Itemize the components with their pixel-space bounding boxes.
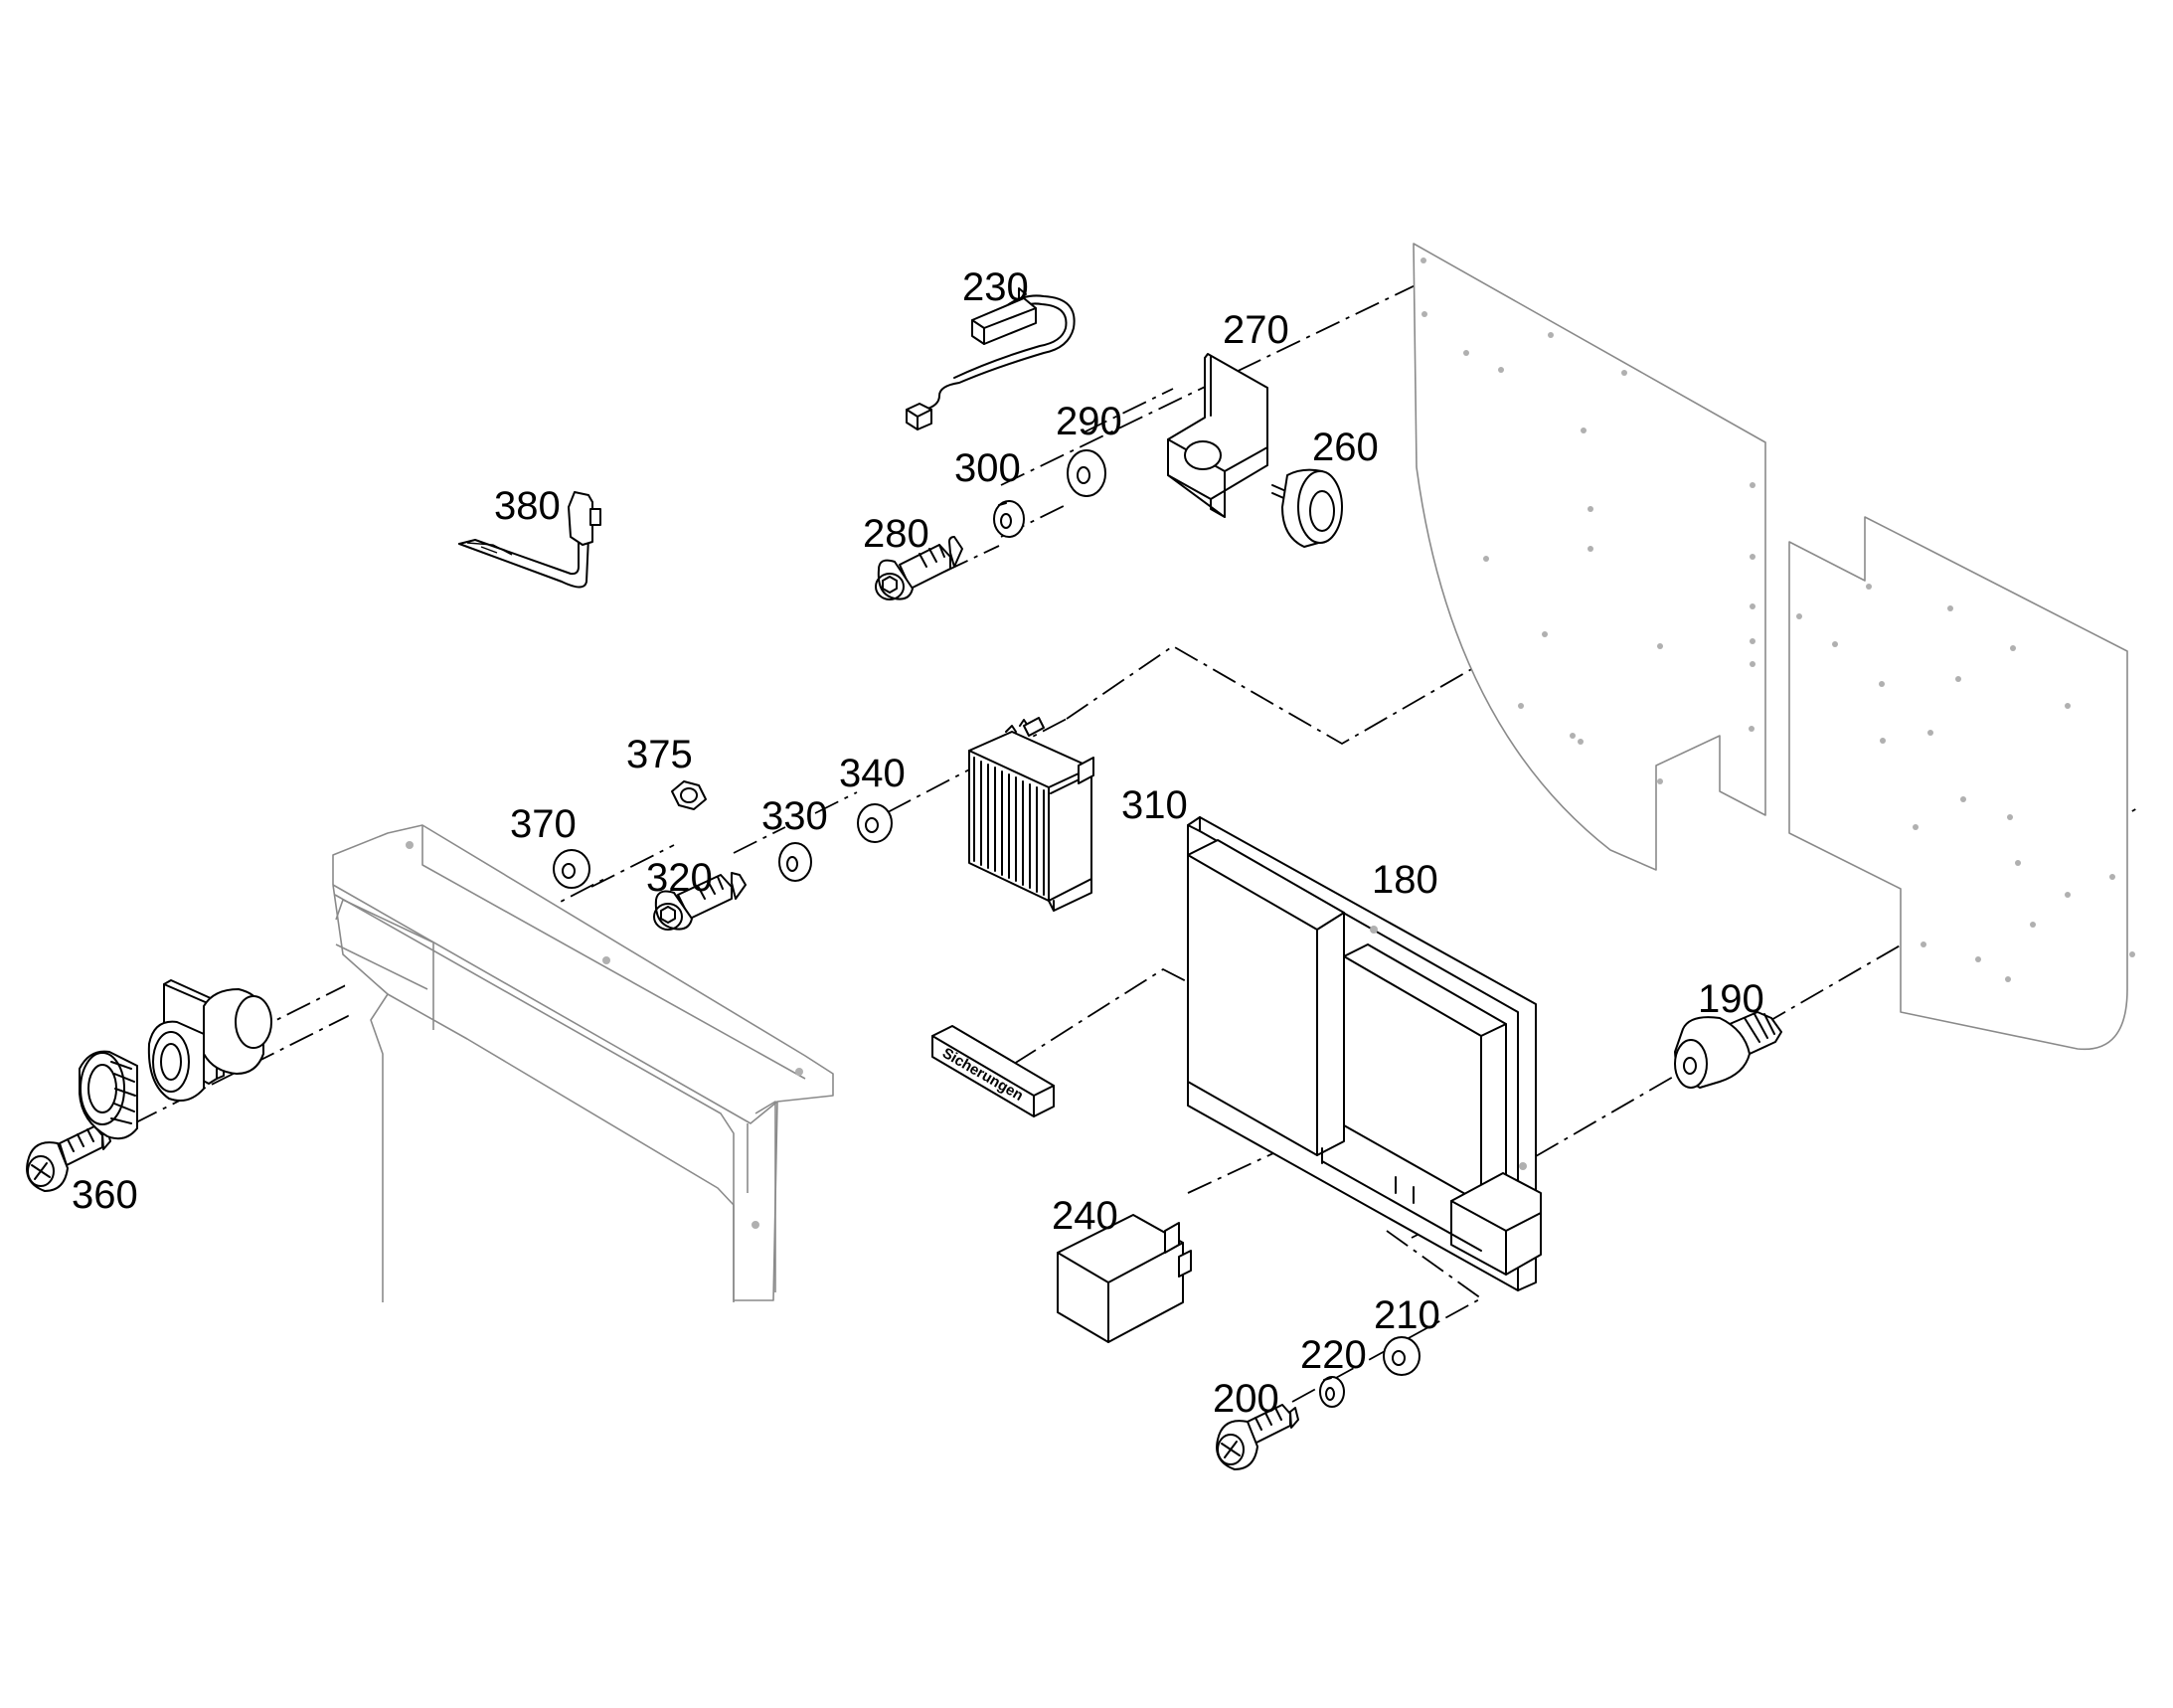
- callout-370: 370: [510, 802, 577, 846]
- part-190-damper: [1674, 1011, 1782, 1089]
- part-340-washer: [857, 803, 893, 843]
- fuse-label-decal: Sicherungen: [931, 1025, 1055, 1117]
- callout-240: 240: [1052, 1194, 1118, 1238]
- callout-375: 375: [626, 733, 693, 776]
- callout-230: 230: [962, 265, 1029, 309]
- part-210-washer: [1383, 1336, 1421, 1376]
- part-240-relay: [1057, 1214, 1192, 1343]
- callout-270: 270: [1223, 308, 1289, 352]
- socket-assembly: [79, 979, 272, 1140]
- callout-200: 200: [1213, 1377, 1279, 1421]
- callout-280: 280: [863, 512, 929, 556]
- callout-290: 290: [1056, 400, 1122, 443]
- callout-220: 220: [1300, 1333, 1367, 1377]
- callout-190: 190: [1698, 977, 1764, 1021]
- part-220-lock-washer: [1319, 1376, 1345, 1408]
- callout-180: 180: [1372, 858, 1438, 902]
- part-300-lock-washer: [993, 500, 1025, 538]
- part-200-screw: [1216, 1404, 1299, 1470]
- callout-380: 380: [494, 484, 561, 528]
- rear-panel-small: [1788, 516, 2135, 1051]
- part-230-cable-module: [906, 287, 1076, 430]
- part-370-washer: [553, 849, 590, 889]
- part-375-hex-nut: [671, 780, 707, 810]
- part-310-heatsink-module: [968, 717, 1094, 912]
- part-180-circuit-board: [1187, 816, 1542, 1291]
- callout-300: 300: [954, 446, 1021, 490]
- callout-330: 330: [761, 794, 828, 838]
- callout-260: 260: [1312, 426, 1379, 469]
- callout-340: 340: [839, 752, 906, 795]
- callout-210: 210: [1374, 1293, 1440, 1337]
- callout-labels: 230 270 290 260 300 380 280 375 340 310 …: [72, 265, 1764, 1421]
- part-280-screw: [875, 536, 963, 600]
- rear-panel-large: [1413, 243, 1766, 871]
- part-380-ribbon-connector: [458, 491, 601, 589]
- part-290-washer: [1067, 449, 1106, 497]
- part-260-knob: [1271, 468, 1343, 548]
- part-330-washer: [778, 842, 812, 882]
- part-270-bracket: [1167, 353, 1268, 518]
- cover-housing: [332, 824, 834, 1302]
- callout-360: 360: [72, 1173, 138, 1217]
- callout-310: 310: [1121, 783, 1188, 827]
- callout-320: 320: [646, 856, 713, 900]
- part-320-screw: [653, 872, 747, 931]
